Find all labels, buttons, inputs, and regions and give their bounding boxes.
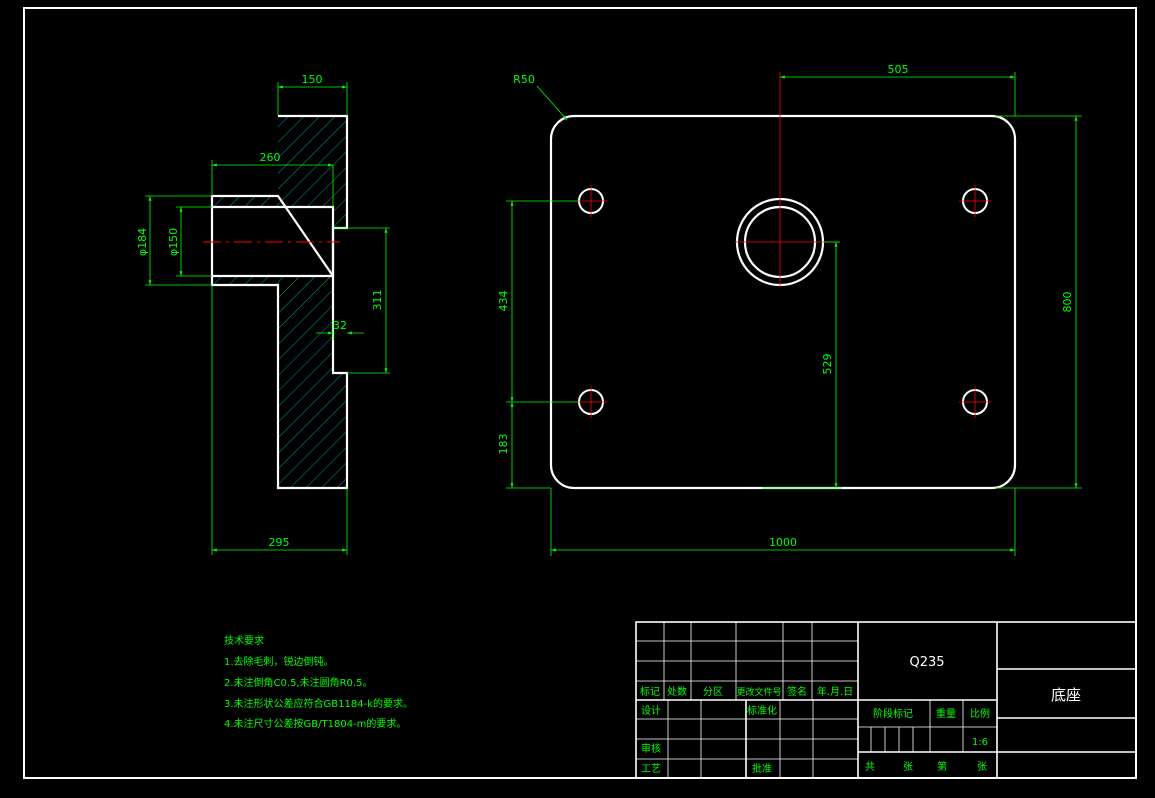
rev-header-zone: 分区 <box>703 686 723 698</box>
scale-value: 1:6 <box>972 737 988 748</box>
dim-center-offset: 505 <box>888 63 909 76</box>
stage-mark-label: 阶段标记 <box>873 707 913 720</box>
drawing-border <box>23 7 1137 779</box>
section-hatch <box>212 116 347 488</box>
rev-header-sign: 签名 <box>787 685 807 698</box>
side-view: 150 260 φ184 φ150 311 32 295 <box>136 73 390 555</box>
note-item-2: 2.未注倒角C0.5,未注圆角R0.5。 <box>224 676 372 689</box>
technical-notes: 技术要求 1.去除毛刺，锐边倒钝。 2.未注倒角C0.5,未注圆角R0.5。 3… <box>224 634 413 730</box>
title-block: 标记 处数 分区 更改文件号 签名 年.月.日 Q235 底座 设计 标准化 审… <box>635 621 1137 779</box>
note-item-4: 4.未注尺寸公差按GB/T1804-m的要求。 <box>224 717 406 730</box>
dim-bore-dia: φ150 <box>167 228 180 256</box>
dim-bore-depth: 260 <box>260 151 281 164</box>
rev-header-count: 处数 <box>667 685 687 698</box>
row-design: 设计 <box>641 704 661 717</box>
sheet-unit-2: 张 <box>977 761 987 773</box>
sheet-no-label: 第 <box>937 760 947 773</box>
rev-header-doc: 更改文件号 <box>736 686 781 698</box>
base-plate-outline <box>549 114 1017 490</box>
scale-label: 比例 <box>970 707 990 720</box>
material-text: Q235 <box>909 655 944 670</box>
rev-header-date: 年.月.日 <box>817 685 853 698</box>
sheet-unit-1: 张 <box>903 761 913 773</box>
dim-step-depth: 32 <box>333 319 347 332</box>
sheets-total-label: 共 <box>865 761 875 773</box>
mounting-holes <box>578 188 988 415</box>
notes-title: 技术要求 <box>224 634 264 647</box>
dim-bottom-offset: 183 <box>497 434 510 455</box>
weight-label: 重量 <box>936 707 956 720</box>
rev-header-mark: 标记 <box>640 686 660 698</box>
row-approve: 批准 <box>752 762 772 775</box>
dim-step-height: 311 <box>371 290 384 311</box>
dim-plate-width: 1000 <box>769 536 797 549</box>
row-review: 审核 <box>641 742 661 755</box>
dim-plate-height: 800 <box>1061 292 1074 313</box>
note-item-3: 3.未注形状公差应符合GB1184-k的要求。 <box>224 697 413 710</box>
dim-top-width: 150 <box>302 73 323 86</box>
row-process: 工艺 <box>641 763 661 775</box>
dim-center-height: 529 <box>821 354 834 375</box>
plan-view: R50 505 800 434 183 529 1000 <box>497 63 1082 556</box>
dim-corner-radius: R50 <box>513 73 535 86</box>
dim-outer-dia: φ184 <box>136 228 149 256</box>
dim-total-width: 295 <box>269 536 290 549</box>
dim-hole-spacing: 434 <box>497 291 510 312</box>
note-item-1: 1.去除毛刺，锐边倒钝。 <box>224 655 334 668</box>
row-standard: 标准化 <box>747 704 777 717</box>
part-name-text: 底座 <box>1051 686 1081 704</box>
